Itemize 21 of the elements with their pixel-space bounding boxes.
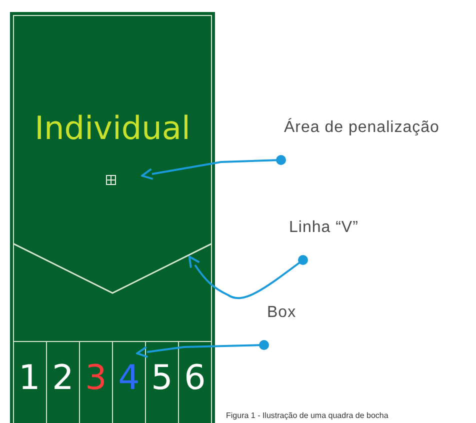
leader-line xyxy=(188,255,308,299)
lane-number: 6 xyxy=(184,358,206,400)
leader-line xyxy=(136,340,269,358)
lane-number: 5 xyxy=(151,358,173,400)
box-lane xyxy=(113,341,146,423)
callout-label: Linha “V” xyxy=(289,219,358,237)
caption: Figura 1 - Ilustração de uma quadra de bocha xyxy=(226,411,388,420)
box-lane xyxy=(13,341,47,423)
box-lane xyxy=(80,341,113,423)
leader-line xyxy=(141,155,286,180)
lane-number: 3 xyxy=(85,358,107,400)
lane-number: 2 xyxy=(52,358,74,400)
court-title: Individual xyxy=(34,109,192,147)
court xyxy=(10,12,215,423)
callout-label: Área de penalização xyxy=(284,119,440,137)
v-line xyxy=(13,243,212,294)
callout-label: Box xyxy=(267,304,296,322)
lane-number: 4 xyxy=(118,358,140,400)
box-lane xyxy=(146,341,179,423)
box-lane xyxy=(47,341,80,423)
lane-number: 1 xyxy=(18,358,40,400)
